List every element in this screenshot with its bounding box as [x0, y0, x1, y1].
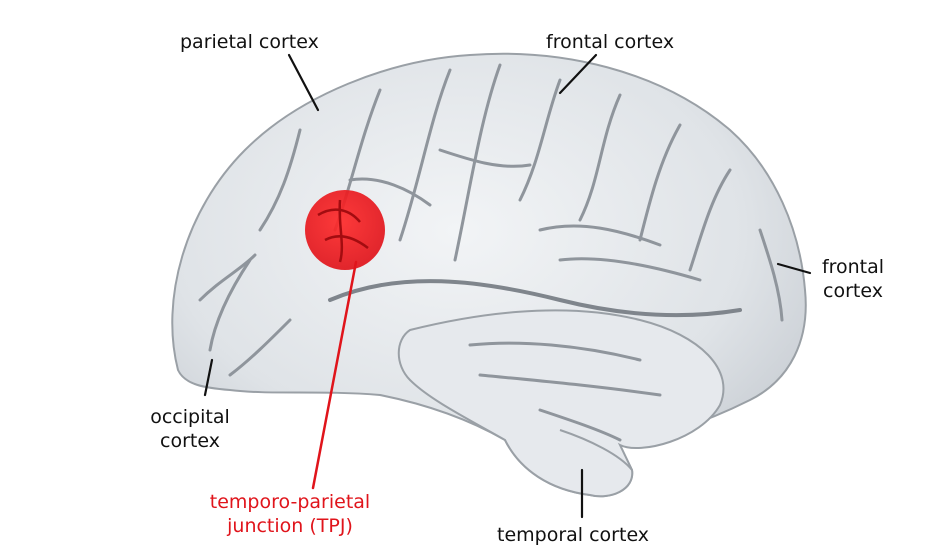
parietal-cortex-label: parietal cortex: [180, 31, 319, 53]
temporal-lobe: [397, 309, 725, 498]
parietal-leader: [287, 53, 320, 112]
occipital-line2: cortex: [160, 430, 220, 452]
temporal-cortex-label: temporal cortex: [497, 524, 650, 546]
sulci-pattern: [198, 63, 784, 442]
frontal-right-leader: [776, 262, 812, 275]
tpj-highlight-circle: [305, 190, 385, 270]
occipital-line1: occipital: [150, 406, 230, 428]
tpj-label: temporo-parietal junction (TPJ): [195, 490, 385, 538]
occipital-cortex-label: occipital cortex: [140, 405, 240, 453]
tpj-sulci: [317, 199, 369, 263]
frontal-right-line1: frontal: [821, 256, 885, 278]
lower-brain: [559, 429, 633, 471]
sylvian-fissure: [328, 279, 742, 318]
tpj-line1: temporo-parietal: [209, 491, 371, 513]
tpj-line2: junction (TPJ): [227, 515, 353, 537]
tpj-leader: [311, 260, 358, 490]
frontal-cortex-right-label: frontal cortex: [818, 255, 888, 303]
occipital-leader: [203, 358, 214, 397]
frontal-right-line2: cortex: [823, 280, 883, 302]
frontal-top-leader: [558, 53, 598, 95]
leader-lines: [203, 53, 812, 519]
frontal-cortex-top-label: frontal cortex: [546, 31, 675, 53]
